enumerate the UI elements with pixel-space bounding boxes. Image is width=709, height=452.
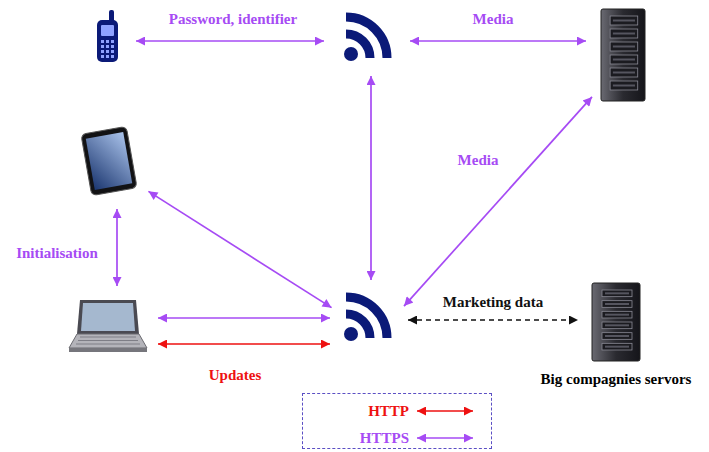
connector-arrow <box>404 97 592 306</box>
phone-icon <box>94 10 120 62</box>
legend-text: HTTP <box>368 402 409 420</box>
connector-arrow <box>410 40 586 42</box>
edge-label: Initialisation <box>14 244 100 262</box>
edge-label: Updates <box>207 366 264 384</box>
legend-sample <box>415 401 475 421</box>
connector-arrow <box>370 76 372 280</box>
server-node <box>591 282 641 362</box>
connector-arrow <box>148 191 331 307</box>
edge-label: Media <box>456 151 501 169</box>
connector-arrow <box>158 317 330 319</box>
legend-row: HTTP <box>303 400 491 422</box>
tablet-icon <box>78 125 140 197</box>
legend-arrow <box>417 437 473 439</box>
server-icon <box>600 8 646 102</box>
wifi-icon <box>340 292 396 344</box>
connector-arrow <box>116 209 118 286</box>
edge-label: Password, identifier <box>167 10 299 28</box>
legend-text: HTTPS <box>360 429 409 447</box>
connector-arrow <box>158 343 330 345</box>
wifi-icon <box>340 292 396 344</box>
connector-arrow <box>408 319 578 321</box>
server-icon <box>600 8 646 102</box>
legend-sample <box>415 428 475 448</box>
legend-row: HTTPS <box>303 427 491 449</box>
legend-arrow <box>417 410 473 412</box>
wifi-icon <box>340 12 396 64</box>
edge-label: Media <box>471 10 516 28</box>
laptop-icon <box>66 298 148 354</box>
legend-box: HTTP HTTPS <box>302 393 492 449</box>
edge-label: Marketing data <box>441 293 545 311</box>
server-node: Big compagnies servors <box>537 282 696 388</box>
node-caption: Big compagnies servors <box>537 370 696 388</box>
tablet-icon <box>78 125 140 197</box>
phone-icon <box>94 10 120 62</box>
connector-arrow <box>136 40 324 42</box>
laptop-icon <box>66 298 148 354</box>
wifi-icon <box>340 12 396 64</box>
